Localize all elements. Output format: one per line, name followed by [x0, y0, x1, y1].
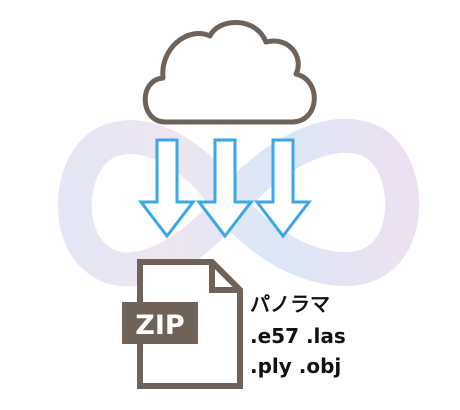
zip-file-icon: ZIP	[122, 259, 243, 389]
download-arrows	[137, 138, 313, 239]
download-arrow-icon	[137, 138, 197, 239]
download-arrow-icon	[195, 138, 255, 239]
zip-label: ZIP	[135, 310, 184, 341]
zip-badge	[122, 302, 198, 344]
cloud-icon	[142, 20, 317, 125]
download-arrow-icon	[253, 138, 313, 239]
format-panorama: パノラマ	[250, 292, 330, 316]
format-e57-las: .e57 .las	[250, 324, 346, 348]
format-ply-obj: .ply .obj	[250, 354, 342, 378]
